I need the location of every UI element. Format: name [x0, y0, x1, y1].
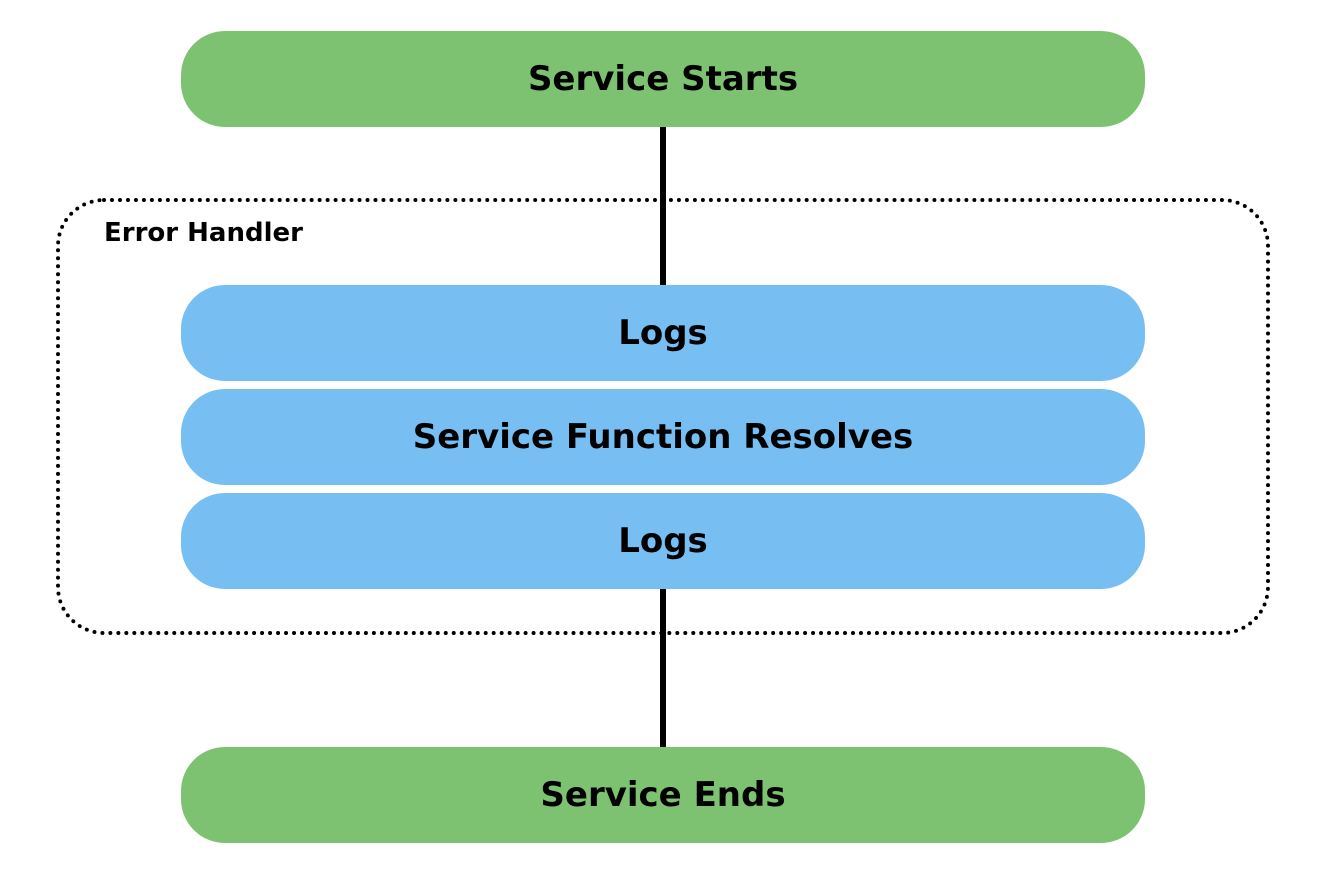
service-ends-node: Service Ends [181, 747, 1145, 843]
connector-line-top [660, 120, 666, 292]
service-function-resolves-node: Service Function Resolves [181, 389, 1145, 485]
logs-before-label: Logs [618, 313, 708, 353]
error-handler-group [56, 198, 1270, 635]
logs-node-before: Logs [181, 285, 1145, 381]
service-ends-label: Service Ends [540, 775, 786, 815]
connector-line-bottom [660, 582, 666, 754]
logs-node-after: Logs [181, 493, 1145, 589]
error-handler-label: Error Handler [104, 218, 303, 248]
service-starts-node: Service Starts [181, 31, 1145, 127]
service-starts-label: Service Starts [527, 59, 799, 99]
service-function-resolves-label: Service Function Resolves [412, 417, 914, 457]
logs-after-label: Logs [618, 521, 708, 561]
